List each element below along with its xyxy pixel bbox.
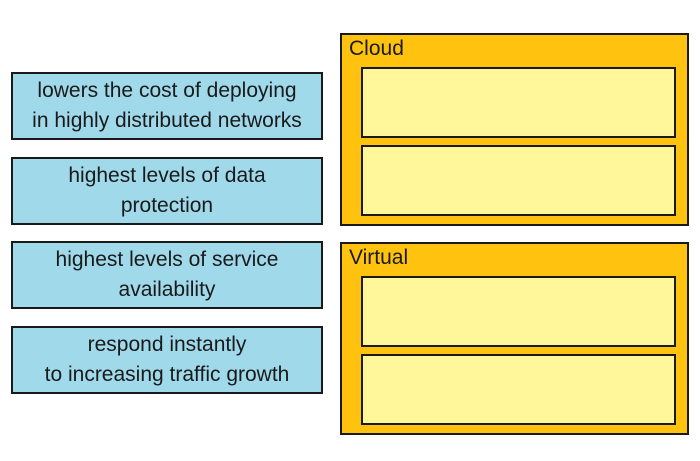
drag-item-label: highest levels of service availability xyxy=(55,248,279,301)
drop-slot-cloud-1[interactable] xyxy=(361,67,676,138)
drop-slot-virtual-1[interactable] xyxy=(361,276,676,347)
drag-item-label: lowers the cost of deploying in highly d… xyxy=(32,79,302,132)
drag-item-respond-instantly[interactable]: respond instantly to increasing traffic … xyxy=(11,326,323,394)
group-title-cloud: Cloud xyxy=(349,37,404,60)
drag-item-label: highest levels of data protection xyxy=(68,164,266,217)
drag-item-service-availability[interactable]: highest levels of service availability xyxy=(11,241,323,309)
group-virtual: Virtual xyxy=(340,242,689,435)
group-cloud: Cloud xyxy=(340,33,689,226)
group-title-virtual: Virtual xyxy=(349,246,409,269)
drag-item-label: respond instantly to increasing traffic … xyxy=(44,333,290,386)
drop-slot-cloud-2[interactable] xyxy=(361,145,676,216)
drag-item-data-protection[interactable]: highest levels of data protection xyxy=(11,157,323,225)
drop-slot-virtual-2[interactable] xyxy=(361,354,676,425)
drag-item-lowers-cost[interactable]: lowers the cost of deploying in highly d… xyxy=(11,72,323,140)
